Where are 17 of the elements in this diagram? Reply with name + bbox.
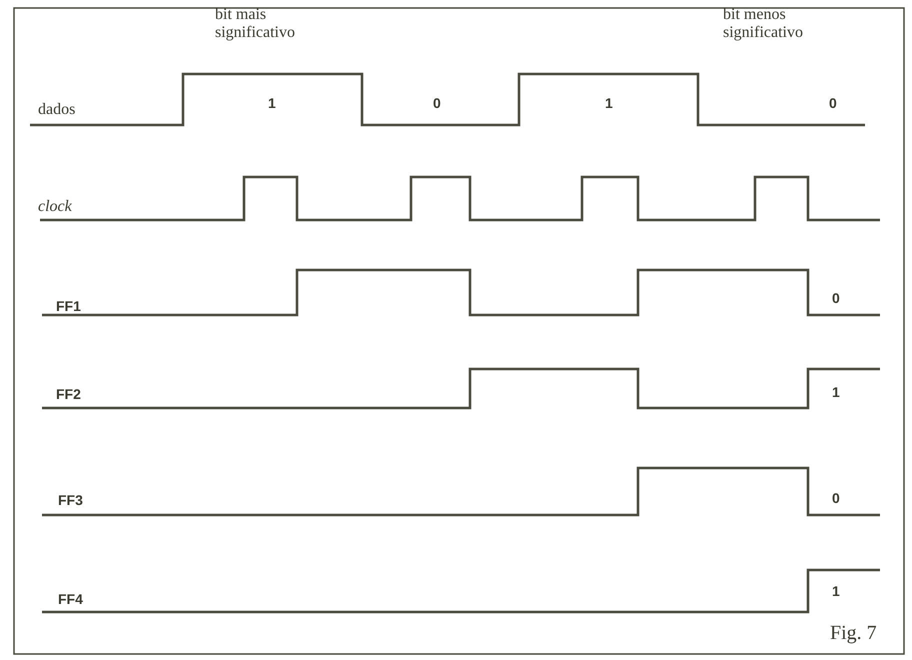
annotation: bit menos significativo (723, 6, 804, 43)
signal-name: dados (38, 101, 76, 120)
bit-value: 0 (829, 95, 837, 112)
signal-name: clock (38, 198, 72, 216)
bit-value: 1 (832, 583, 840, 600)
bit-value: 0 (433, 95, 441, 112)
bit-value: 1 (832, 384, 840, 400)
bit-value: 0 (832, 290, 840, 306)
bit-value: 1 (605, 95, 613, 112)
signal-name: FF1 (56, 298, 81, 314)
signal-name: FF4 (58, 591, 83, 608)
figure-caption: Fig. 7 (830, 622, 877, 645)
bit-value: 0 (832, 490, 840, 506)
signal-name: FF3 (58, 492, 83, 508)
signal-name: FF2 (56, 386, 81, 402)
annotation: bit mais significativo (215, 6, 296, 43)
bit-value: 1 (268, 95, 276, 112)
